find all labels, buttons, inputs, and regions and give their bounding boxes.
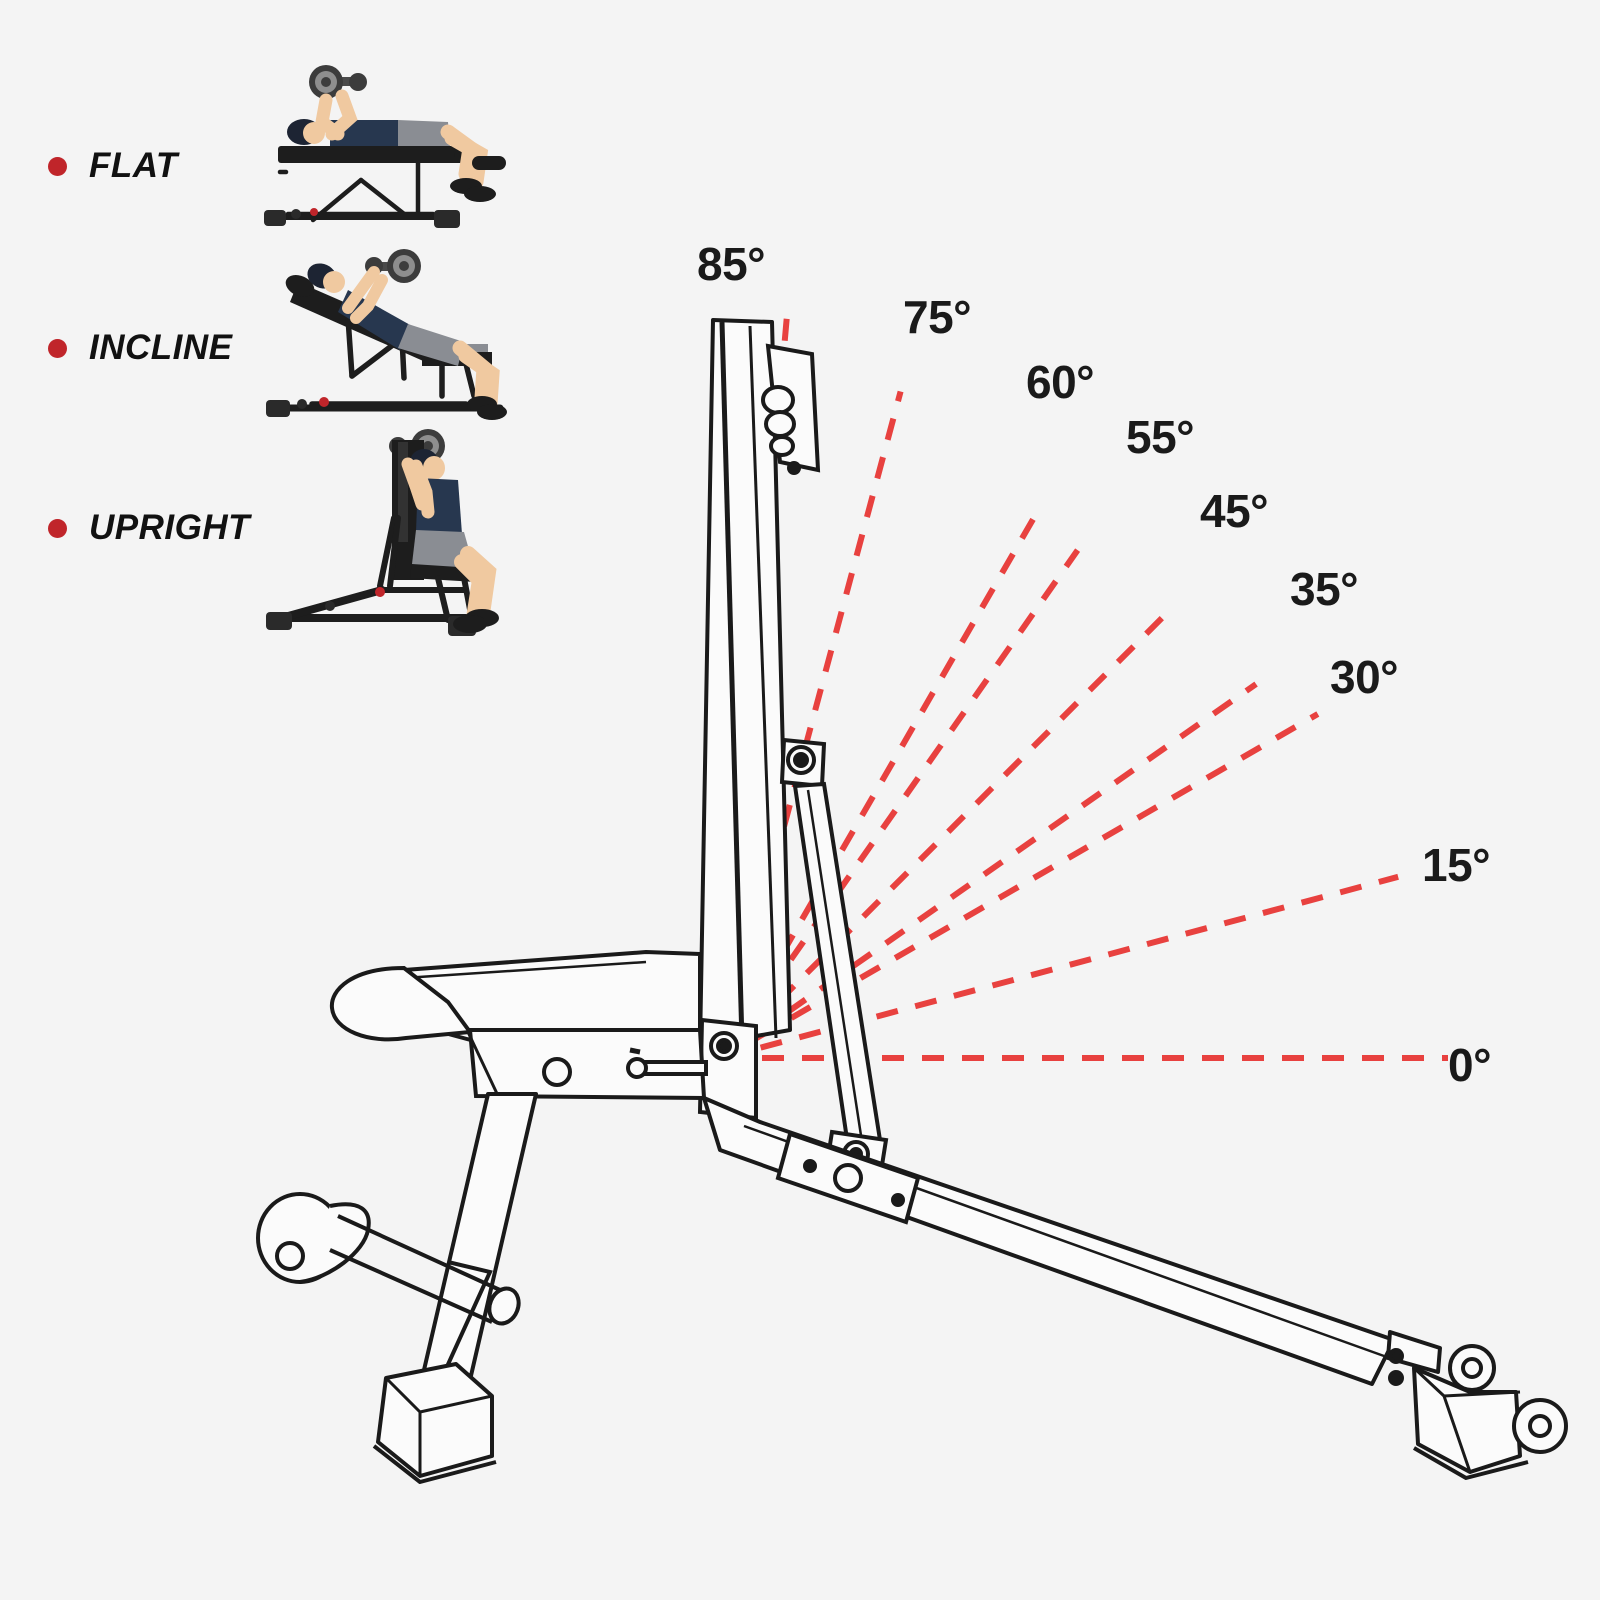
flat-bench-illustration — [258, 62, 508, 247]
front-brace — [438, 1260, 493, 1383]
angle-label-0: 0° — [1448, 1039, 1491, 1091]
seat-nose-pad — [329, 965, 474, 1042]
angle-label-60: 60° — [1026, 356, 1095, 408]
angle-ray-30 — [720, 711, 1320, 1061]
adjustment-pin[interactable] — [626, 1047, 708, 1079]
backrest-top-bracket — [761, 343, 821, 475]
angle-ray-60 — [719, 502, 1045, 1060]
support-strut — [792, 781, 883, 1149]
dumbbell-icon — [309, 65, 367, 99]
bullet-icon — [48, 518, 67, 538]
rail-reinforcement-plate — [775, 1131, 921, 1225]
angle-label-45: 45° — [1200, 485, 1269, 537]
angle-label-55: 55° — [1126, 411, 1195, 463]
dumbbell-icon — [365, 249, 421, 283]
rear-foot — [1386, 1330, 1529, 1480]
angle-label-35: 35° — [1290, 563, 1359, 615]
lower-pivot-bracket — [697, 1017, 758, 1121]
angle-label-30: 30° — [1330, 651, 1399, 703]
front-foot — [372, 1362, 497, 1484]
legend-label-flat: FLAT — [89, 146, 178, 185]
legend-item-incline: INCLINE — [48, 328, 233, 368]
angle-label-15: 15° — [1422, 839, 1491, 891]
upright-bench-illustration — [252, 422, 514, 647]
angle-ray-35 — [720, 681, 1258, 1061]
front-leg — [422, 1092, 538, 1382]
upper-pivot-bracket — [779, 737, 827, 789]
roller-support-bracket — [487, 1286, 521, 1326]
legend-item-upright: UPRIGHT — [48, 508, 250, 548]
incline-bench-illustration — [252, 246, 514, 433]
bullet-icon — [48, 156, 67, 176]
legend-label-upright: UPRIGHT — [89, 508, 250, 547]
bullet-icon — [48, 338, 67, 358]
legend-label-incline: INCLINE — [89, 328, 233, 367]
backrest-pad — [698, 318, 792, 1048]
angle-label-75: 75° — [903, 291, 972, 343]
angle-ray-75 — [719, 390, 904, 1059]
angle-label-85: 85° — [697, 238, 766, 290]
legend-item-flat: FLAT — [48, 146, 178, 186]
transport-wheels — [1388, 1344, 1568, 1454]
